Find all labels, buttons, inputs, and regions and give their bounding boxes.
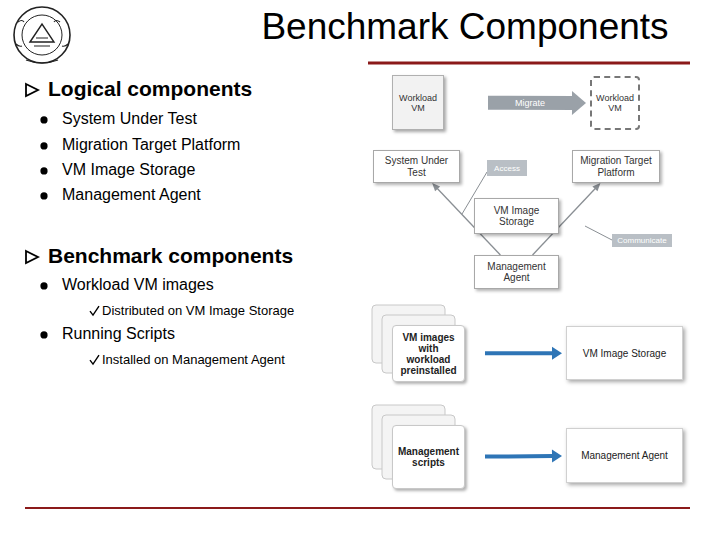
check-mark: [90, 306, 99, 315]
bullet-dot: [40, 331, 47, 338]
component-box: System Under Test: [373, 150, 460, 183]
arrow-head: [432, 183, 440, 191]
relation-tag: Access: [487, 160, 527, 176]
bullet-dot: [40, 142, 47, 149]
flow-arrow: [485, 450, 562, 463]
bullet-text: VM Image Storage: [62, 161, 195, 179]
arrow-shaft: [488, 96, 573, 110]
node-text: VM images with workload preinstalled: [399, 332, 458, 376]
paper-stack-front: Management scripts: [392, 425, 465, 489]
bullet-text: Running Scripts: [62, 325, 175, 343]
arrow-shaft: [485, 351, 553, 355]
component-box: VM Image Storage: [474, 198, 559, 234]
university-seal: [14, 7, 70, 63]
node-text: Workload VM: [596, 93, 634, 113]
block-arrow: [488, 91, 586, 115]
component-box: Management Agent: [474, 255, 559, 289]
bullet-dot: [40, 192, 47, 199]
relation-tag: Communicate: [612, 234, 672, 247]
section-heading: Logical components: [48, 77, 252, 101]
node-text: Migration Target Platform: [577, 155, 655, 178]
bullet-dot: [40, 116, 47, 123]
heading-bullet: [26, 84, 38, 96]
footer-rule: [25, 507, 690, 509]
paper-stack-front: VM images with workload preinstalled: [392, 325, 465, 382]
node-text: Management Agent: [479, 261, 554, 284]
section-heading: Benchmark components: [48, 244, 293, 268]
title-rule: [368, 62, 690, 65]
check-mark: [90, 355, 99, 364]
migrated-vm-box: Workload VM: [590, 76, 640, 130]
heading-bullet: [26, 251, 38, 263]
node-text: Management Agent: [581, 450, 668, 461]
node-text: VM Image Storage: [479, 205, 554, 228]
component-box: Migration Target Platform: [572, 150, 660, 183]
target-box: Management Agent: [566, 428, 683, 483]
node-text: Access: [494, 164, 520, 173]
bullet-text: Workload VM images: [62, 276, 214, 294]
arrow-head: [552, 347, 562, 360]
leader-line: [585, 226, 612, 240]
node-text: System Under Test: [378, 155, 455, 178]
node-text: VM Image Storage: [583, 348, 666, 359]
workload-vm-box: Workload VM: [392, 75, 444, 130]
sub-bullet-text: Installed on Management Agent: [102, 352, 285, 367]
arrow-shaft: [485, 454, 553, 459]
node-text: Communicate: [617, 236, 666, 245]
bullet-dot: [40, 167, 47, 174]
edge-label: Migrate: [500, 97, 560, 109]
arrow-head: [552, 450, 562, 463]
flow-arrow: [485, 347, 562, 360]
target-box: VM Image Storage: [566, 326, 683, 380]
bullet-dot: [40, 282, 47, 289]
arrow-head: [592, 183, 600, 191]
bullet-text: Management Agent: [62, 186, 201, 204]
sub-bullet-text: Distributed on VM Image Storage: [102, 303, 294, 318]
arrow-head: [572, 91, 586, 115]
bullet-text: Migration Target Platform: [62, 136, 240, 154]
node-text: Workload VM: [397, 93, 439, 113]
slide-title: Benchmark Components: [230, 6, 700, 48]
bullet-text: System Under Test: [62, 110, 197, 128]
node-text: Management scripts: [398, 446, 459, 468]
